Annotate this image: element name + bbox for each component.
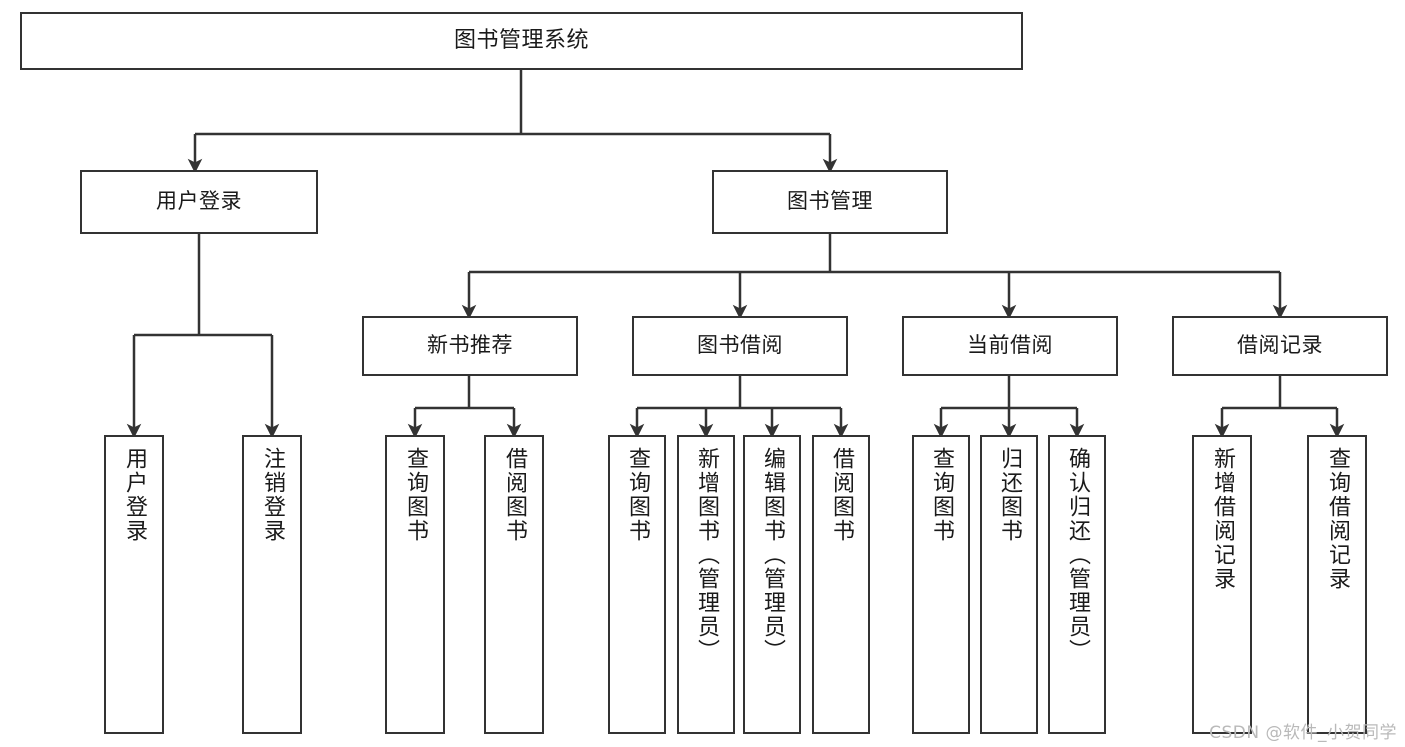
node-label: 图书管理 bbox=[787, 189, 873, 214]
node-label: 新增图书（管理员） bbox=[694, 447, 719, 663]
leaf-bookborrow-borrow-book[interactable]: 借阅图书 bbox=[812, 435, 870, 734]
node-label: 借阅记录 bbox=[1237, 333, 1323, 358]
node-label: 确认归还（管理员） bbox=[1065, 447, 1090, 663]
node-label: 编辑图书（管理员） bbox=[760, 447, 785, 663]
node-label: 查询图书 bbox=[929, 447, 954, 543]
node-label: 借阅图书 bbox=[502, 447, 527, 543]
leaf-logout[interactable]: 注销登录 bbox=[242, 435, 302, 734]
leaf-bookborrow-edit-book-admin[interactable]: 编辑图书（管理员） bbox=[743, 435, 801, 734]
leaf-user-login[interactable]: 用户登录 bbox=[104, 435, 164, 734]
node-book-management[interactable]: 图书管理 bbox=[712, 170, 948, 234]
leaf-newbook-query-book[interactable]: 查询图书 bbox=[385, 435, 445, 734]
node-label: 查询借阅记录 bbox=[1325, 447, 1350, 591]
node-book-management-system[interactable]: 图书管理系统 bbox=[20, 12, 1023, 70]
node-label: 新书推荐 bbox=[427, 333, 513, 358]
node-label: 查询图书 bbox=[403, 447, 428, 543]
csdn-watermark: CSDN @软件_小贺同学 bbox=[1209, 723, 1397, 743]
node-label: 查询图书 bbox=[625, 447, 650, 543]
node-borrow-record[interactable]: 借阅记录 bbox=[1172, 316, 1388, 376]
leaf-currentborrow-confirm-return-admin[interactable]: 确认归还（管理员） bbox=[1048, 435, 1106, 734]
leaf-newbook-borrow-book[interactable]: 借阅图书 bbox=[484, 435, 544, 734]
node-label: 图书管理系统 bbox=[453, 27, 589, 53]
node-label: 当前借阅 bbox=[967, 333, 1053, 358]
node-label: 用户登录 bbox=[156, 189, 242, 214]
node-new-book-recommend[interactable]: 新书推荐 bbox=[362, 316, 578, 376]
leaf-currentborrow-return-book[interactable]: 归还图书 bbox=[980, 435, 1038, 734]
leaf-currentborrow-query-book[interactable]: 查询图书 bbox=[912, 435, 970, 734]
node-current-borrow[interactable]: 当前借阅 bbox=[902, 316, 1118, 376]
leaf-bookborrow-add-book-admin[interactable]: 新增图书（管理员） bbox=[677, 435, 735, 734]
node-label: 图书借阅 bbox=[697, 333, 783, 358]
leaf-borrowrecord-add-record[interactable]: 新增借阅记录 bbox=[1192, 435, 1252, 734]
node-label: 用户登录 bbox=[122, 447, 147, 543]
node-user-login[interactable]: 用户登录 bbox=[80, 170, 318, 234]
leaf-borrowrecord-query-record[interactable]: 查询借阅记录 bbox=[1307, 435, 1367, 734]
node-label: 新增借阅记录 bbox=[1210, 447, 1235, 591]
node-label: 归还图书 bbox=[997, 447, 1022, 543]
leaf-bookborrow-query-book[interactable]: 查询图书 bbox=[608, 435, 666, 734]
node-label: 注销登录 bbox=[260, 447, 285, 543]
node-label: 借阅图书 bbox=[829, 447, 854, 543]
node-book-borrow[interactable]: 图书借阅 bbox=[632, 316, 848, 376]
